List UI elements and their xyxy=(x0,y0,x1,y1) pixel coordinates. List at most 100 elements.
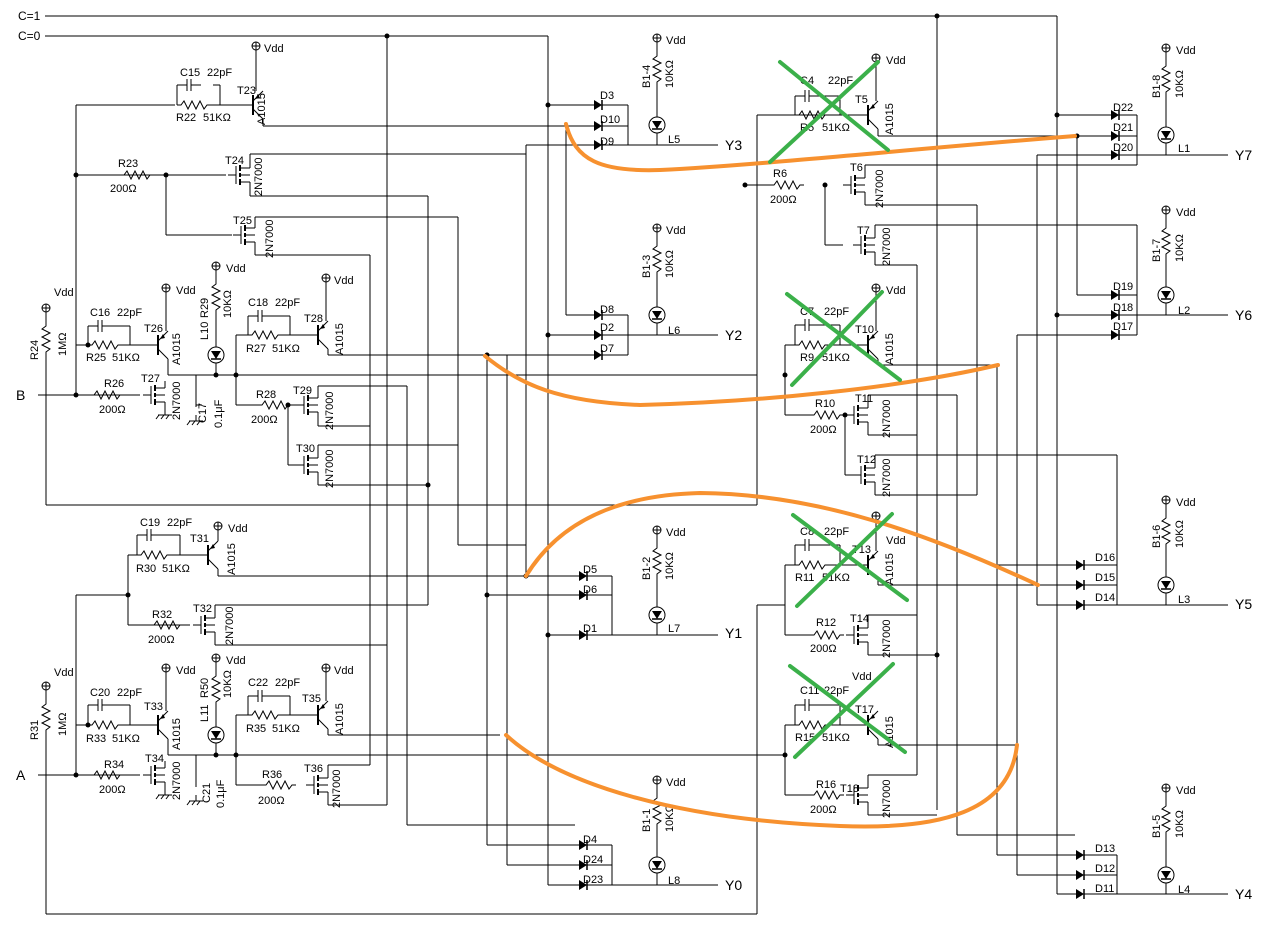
component-label: 2N7000 xyxy=(324,391,336,430)
component-label: R26 xyxy=(104,378,124,390)
component-label: 10KΩ xyxy=(1174,810,1186,838)
vdd-label: Vdd xyxy=(334,275,354,287)
component-label: 1MΩ xyxy=(57,332,69,356)
component-label: B1-4 xyxy=(641,65,653,88)
component-label: B1-8 xyxy=(1151,75,1163,98)
component-label: R24 xyxy=(29,340,41,360)
component-label: A1015 xyxy=(884,103,896,135)
component-label: R30 xyxy=(136,563,156,575)
vdd-label: Vdd xyxy=(666,35,686,47)
component-label: 22pF xyxy=(275,677,300,689)
component-label: C19 xyxy=(140,517,160,529)
component-label: 51KΩ xyxy=(272,723,300,735)
component-label: 22pF xyxy=(117,687,142,699)
component-label: L6 xyxy=(668,325,680,337)
input-label-a: A xyxy=(16,767,26,783)
t33-t35-stage xyxy=(76,653,785,806)
component-label: 51KΩ xyxy=(272,343,300,355)
component-label: T36 xyxy=(304,763,323,775)
component-label: D9 xyxy=(600,136,614,148)
component-label: R12 xyxy=(816,617,836,629)
component-label: A1015 xyxy=(226,543,238,575)
component-label: 51KΩ xyxy=(822,352,850,364)
component-label: C17 xyxy=(197,403,209,423)
component-label: 22pF xyxy=(828,75,853,87)
component-label: 200Ω xyxy=(258,795,285,807)
component-label: L3 xyxy=(1178,594,1190,606)
component-label: 200Ω xyxy=(148,634,175,646)
component-label: R10 xyxy=(815,398,835,410)
vdd-label: Vdd xyxy=(228,523,248,535)
component-label: 10KΩ xyxy=(664,804,676,832)
component-label: R16 xyxy=(816,779,836,791)
component-label: T29 xyxy=(293,385,312,397)
component-label: T32 xyxy=(193,603,212,615)
component-label: D13 xyxy=(1095,843,1115,855)
orange-curve-y2-y6 xyxy=(483,354,1000,408)
component-label: R25 xyxy=(86,352,106,364)
component-label: A1015 xyxy=(171,333,183,365)
vdd-label: Vdd xyxy=(226,263,246,275)
component-label: 10KΩ xyxy=(664,60,676,88)
component-label: 22pF xyxy=(117,307,142,319)
component-label: 2N7000 xyxy=(264,219,276,258)
vdd-label: Vdd xyxy=(666,527,686,539)
component-label: 2N7000 xyxy=(224,606,236,645)
output-label-y2: Y2 xyxy=(725,327,742,343)
component-label: 51KΩ xyxy=(822,122,850,134)
rail-label-c1: C=1 xyxy=(18,9,41,23)
component-label: 2N7000 xyxy=(874,169,886,208)
middle-bus xyxy=(369,102,830,914)
component-label: 2N7000 xyxy=(881,458,893,497)
vdd-label: Vdd xyxy=(176,285,196,297)
component-label: 51KΩ xyxy=(112,733,140,745)
component-label: R35 xyxy=(246,723,266,735)
vdd-label: Vdd xyxy=(666,777,686,789)
component-label: L11 xyxy=(199,704,211,722)
component-label: 200Ω xyxy=(810,643,837,655)
component-label: T5 xyxy=(855,94,868,106)
component-label: B1-7 xyxy=(1151,239,1163,262)
component-label: D11 xyxy=(1095,883,1114,895)
input-b-stage: B xyxy=(16,104,757,506)
component-label: C11 xyxy=(800,685,819,697)
component-label: T26 xyxy=(144,323,163,335)
component-label: D1 xyxy=(583,623,597,635)
component-label: D16 xyxy=(1095,552,1115,564)
component-label: L4 xyxy=(1178,884,1190,896)
component-label: T14 xyxy=(850,613,869,625)
component-label: T28 xyxy=(304,313,323,325)
left-output-blocks xyxy=(574,33,718,891)
output-label-y3: Y3 xyxy=(725,137,742,153)
component-label: 10KΩ xyxy=(1174,70,1186,98)
component-label: R31 xyxy=(29,720,41,740)
component-label: C4 xyxy=(800,75,814,87)
component-label: R34 xyxy=(104,759,124,771)
component-label: 22pF xyxy=(207,67,232,79)
component-label: T27 xyxy=(141,373,160,385)
component-label: 2N7000 xyxy=(881,399,893,438)
orange-annotations xyxy=(483,122,1077,829)
component-label: T12 xyxy=(857,454,876,466)
component-label: 0.1μF xyxy=(213,399,225,428)
vdd-label: Vdd xyxy=(54,667,74,679)
input-label-b: B xyxy=(16,387,25,403)
component-label: 200Ω xyxy=(251,414,278,426)
output-label-y0: Y0 xyxy=(725,877,742,893)
component-label: D2 xyxy=(600,322,614,334)
component-label: B1-2 xyxy=(641,557,653,580)
component-label: D24 xyxy=(583,854,603,866)
component-label: C15 xyxy=(180,67,200,79)
component-label: A1015 xyxy=(256,93,268,125)
component-label: D21 xyxy=(1113,122,1133,134)
component-label: D22 xyxy=(1113,102,1133,114)
component-label: 10KΩ xyxy=(222,290,234,318)
component-label: T18 xyxy=(840,783,859,795)
component-label: 200Ω xyxy=(110,183,137,195)
output-label-y7: Y7 xyxy=(1235,147,1252,163)
component-label: A1015 xyxy=(171,718,183,750)
component-label: 22pF xyxy=(275,297,300,309)
component-label: C22 xyxy=(248,677,268,689)
